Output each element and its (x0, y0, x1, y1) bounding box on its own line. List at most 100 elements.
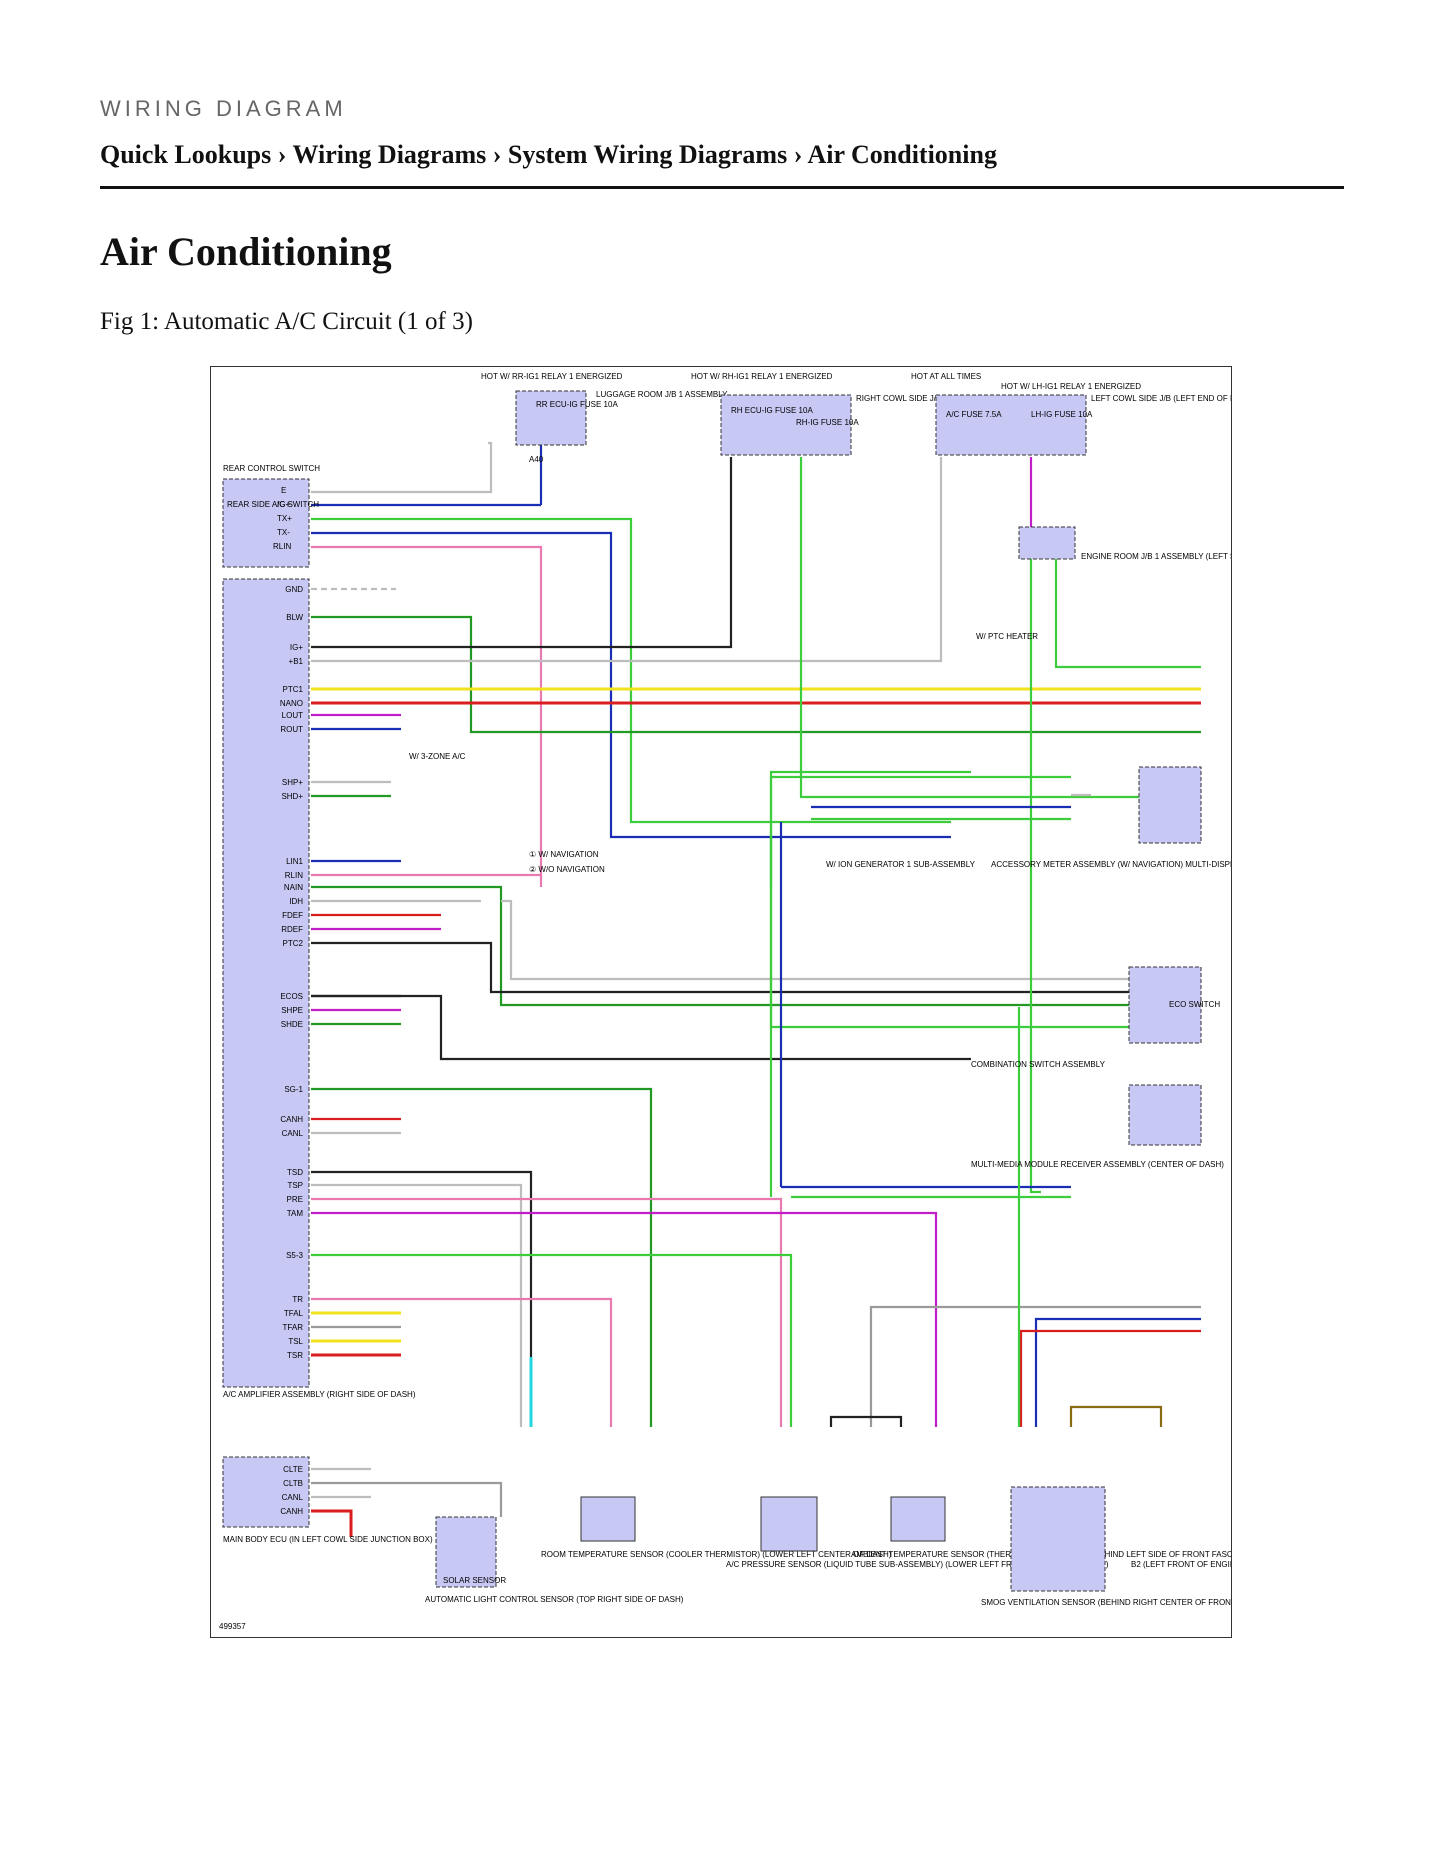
pin-label: LIN1 (286, 857, 303, 866)
pin-label: TR (292, 1295, 303, 1304)
pin-label: CANL (282, 1493, 304, 1502)
pin-label: SHD+ (281, 792, 303, 801)
pin-label: +B1 (289, 657, 304, 666)
fuse-box-luggage-room: HOT W/ RR-IG1 RELAY 1 ENERGIZED RR ECU-I… (481, 372, 728, 464)
component-label: ROOM TEMPERATURE SENSOR (COOLER THERMIST… (541, 1550, 892, 1559)
pin-label: RDEF (281, 925, 303, 934)
pin-label: E (281, 486, 286, 495)
pin-label: IDH (289, 897, 303, 906)
pin-label: IG+ (277, 500, 290, 509)
component-label: SOLAR SENSOR (443, 1576, 506, 1585)
pin-label: RLIN (285, 871, 303, 880)
fuse-label: LH-IG FUSE 10A (1031, 410, 1093, 419)
pin-label: CLTB (283, 1479, 303, 1488)
fuse-label: A/C FUSE 7.5A (946, 410, 1002, 419)
figure-caption: Fig 1: Automatic A/C Circuit (1 of 3) (100, 308, 473, 335)
fuse-hot-label: HOT W/ LH-IG1 RELAY 1 ENERGIZED (1001, 382, 1141, 391)
component-title: REAR CONTROL SWITCH (223, 464, 320, 473)
pin-label: FDEF (282, 911, 303, 920)
component-label: MULTI-MEDIA MODULE RECEIVER ASSEMBLY (CE… (971, 1160, 1224, 1169)
pin-label: TFAL (284, 1309, 304, 1318)
pin-label: S5-3 (286, 1251, 303, 1260)
amplifier-pins-bottom: TSD TSP PRE TAM S5-3 TR TFAL TFAR TSL TS… (283, 1168, 304, 1360)
fuse-label: RH-IG FUSE 10A (796, 418, 859, 427)
pin-label: TX- (277, 528, 290, 537)
fuse-hot-label: HOT W/ RH-IG1 RELAY 1 ENERGIZED (691, 372, 833, 381)
pin-label: LOUT (282, 711, 303, 720)
component-label: ECO SWITCH (1169, 1000, 1220, 1009)
note-navigation: ① W/ NAVIGATION (529, 850, 599, 859)
component-label: ENGINE ROOM J/B 1 ASSEMBLY (LEFT SIDE OF… (1081, 552, 1231, 561)
wiring-diagram-figure: HOT W/ RR-IG1 RELAY 1 ENERGIZED RR ECU-I… (210, 366, 1329, 1638)
diagram-notes: ① W/ NAVIGATION ② W/O NAVIGATION W/ 3-ZO… (409, 632, 1038, 874)
breadcrumb-separator: › (793, 140, 803, 169)
fuse-hot-label: HOT AT ALL TIMES (911, 372, 981, 381)
pin-label: PTC1 (283, 685, 304, 694)
pin-label: TSR (287, 1351, 303, 1360)
ac-amplifier-assembly: A/C AMPLIFIER ASSEMBLY (RIGHT SIDE OF DA… (222, 578, 416, 1399)
pin-label: NAIN (284, 883, 303, 892)
rear-control-switch: REAR CONTROL SWITCH REAR SIDE A/C SWITCH… (222, 464, 320, 568)
pin-label: CANH (280, 1507, 303, 1516)
component-label: A/C PRESSURE SENSOR (LIQUID TUBE SUB-ASS… (726, 1560, 1109, 1569)
fuse-label: RR ECU-IG FUSE 10A (536, 400, 618, 409)
component-label: COMBINATION SWITCH ASSEMBLY (971, 1060, 1106, 1069)
pin-label: PTC2 (283, 939, 304, 948)
header-divider (100, 186, 1344, 189)
component-title: MAIN BODY ECU (IN LEFT COWL SIDE JUNCTIO… (223, 1535, 433, 1544)
pin-label: IG+ (290, 643, 303, 652)
pin-label: BLW (286, 613, 303, 622)
multi-media-module: MULTI-MEDIA MODULE RECEIVER ASSEMBLY (CE… (971, 1084, 1224, 1169)
pin-label: TAM (287, 1209, 304, 1218)
accessory-meter-assembly: ACCESSORY METER ASSEMBLY (W/ NAVIGATION)… (991, 766, 1319, 869)
fuse-pin: A40 (529, 455, 544, 464)
note-ion-generator: W/ ION GENERATOR 1 SUB-ASSEMBLY (826, 860, 976, 869)
breadcrumb-item-air-conditioning: Air Conditioning (807, 140, 997, 169)
component-label: B2 (LEFT FRONT OF ENGINE COMPT) (1131, 1560, 1231, 1569)
pin-label: SG-1 (284, 1085, 303, 1094)
breadcrumb-item-system-wiring-diagrams[interactable]: System Wiring Diagrams (507, 140, 788, 169)
pin-label: RLIN (273, 542, 291, 551)
breadcrumb-item-wiring-diagrams[interactable]: Wiring Diagrams (292, 140, 487, 169)
pin-label: TX+ (277, 514, 292, 523)
pin-label: TSD (287, 1168, 303, 1177)
breadcrumb: Quick Lookups › Wiring Diagrams › System… (100, 140, 997, 170)
page-title: Air Conditioning (100, 229, 392, 274)
wire-bundle (311, 417, 1201, 1537)
amplifier-pins-top: GND BLW IG+ +B1 PTC1 NANO LOUT ROUT SHP+… (280, 585, 304, 1029)
note-no-navigation: ② W/O NAVIGATION (529, 865, 605, 874)
breadcrumb-separator: › (492, 140, 502, 169)
component-label: REAR SIDE A/C SWITCH (227, 500, 319, 509)
fuse-box-label: LUGGAGE ROOM J/B 1 ASSEMBLY (596, 390, 728, 399)
component-label: ACCESSORY METER ASSEMBLY (W/ NAVIGATION)… (991, 860, 1231, 869)
pin-label: GND (285, 585, 303, 594)
figure-id: 499357 (219, 1622, 246, 1631)
fuse-box-left-cowl: HOT AT ALL TIMES HOT W/ LH-IG1 RELAY 1 E… (911, 372, 1255, 456)
fuse-hot-label: HOT W/ RR-IG1 RELAY 1 ENERGIZED (481, 372, 623, 381)
pin-label: SHDE (281, 1020, 303, 1029)
pin-label: CLTE (283, 1465, 303, 1474)
section-label: WIRING DIAGRAM (100, 96, 347, 121)
pin-label: SHP+ (282, 778, 303, 787)
wiring-diagram-svg: HOT W/ RR-IG1 RELAY 1 ENERGIZED RR ECU-I… (219, 372, 1329, 1631)
component-label: SMOG VENTILATION SENSOR (BEHIND RIGHT CE… (981, 1598, 1231, 1607)
note-3zone: W/ 3-ZONE A/C (409, 752, 466, 761)
pin-label: ECOS (280, 992, 303, 1001)
solar-sensor-box (435, 1516, 497, 1588)
pin-label: ROUT (280, 725, 303, 734)
pin-label: TSP (287, 1181, 303, 1190)
pin-label: SHPE (281, 1006, 303, 1015)
main-body-ecu: CLTE CLTB CANL CANH MAIN BODY ECU (IN LE… (222, 1456, 433, 1544)
fuse-box-label: LEFT COWL SIDE J/B (LEFT END OF DASH) (1091, 394, 1231, 403)
pin-label: PRE (287, 1195, 303, 1204)
pin-label: CANL (282, 1129, 304, 1138)
fuse-label: RH ECU-IG FUSE 10A (731, 406, 813, 415)
engine-room-jb: ENGINE ROOM J/B 1 ASSEMBLY (LEFT SIDE OF… (1018, 526, 1329, 561)
pin-label: TSL (288, 1337, 303, 1346)
pin-label: TFAR (283, 1323, 304, 1332)
component-label: AUTOMATIC LIGHT CONTROL SENSOR (TOP RIGH… (425, 1595, 684, 1604)
breadcrumb-item-quick-lookups[interactable]: Quick Lookups (100, 140, 272, 169)
breadcrumb-separator: › (277, 140, 287, 169)
note-ptc-heater: W/ PTC HEATER (976, 632, 1038, 641)
pin-label: CANH (280, 1115, 303, 1124)
